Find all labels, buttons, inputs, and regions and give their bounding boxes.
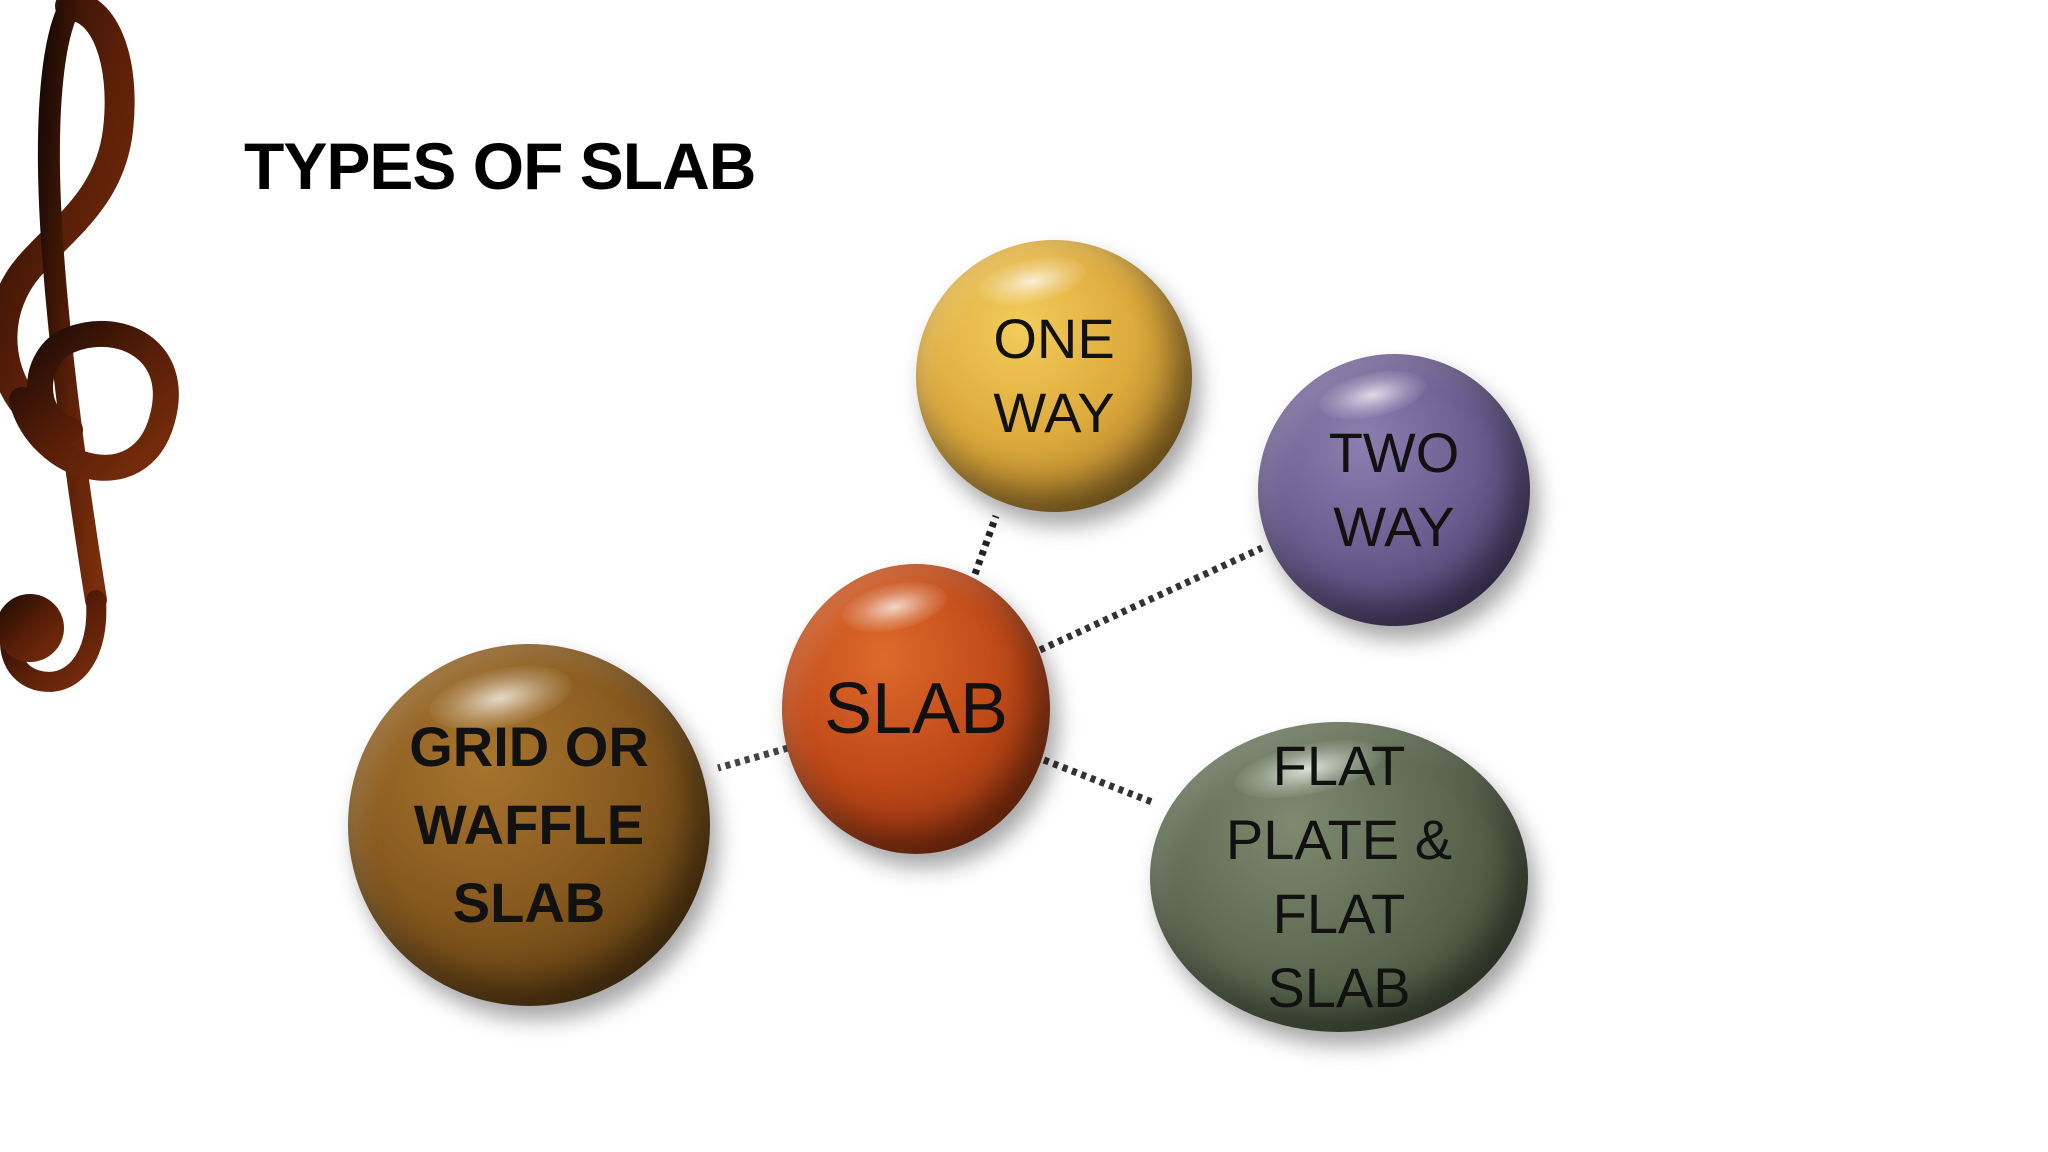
two-way-bubble: TWO WAY [1258,354,1530,626]
flat-plate-label: FLAT PLATE & FLAT SLAB [1225,734,1453,1019]
slide-title: TYPES OF SLAB [244,129,756,203]
connector-flat [1042,756,1154,806]
slab-center-bubble: SLAB [782,564,1050,854]
one-way-bubble: ONE WAY [916,240,1192,512]
grid-waffle-label: GRID OR WAFFLE SLAB [409,715,649,934]
grid-waffle-bubble: GRID OR WAFFLE SLAB [348,644,710,1006]
treble-clef-icon [0,0,179,692]
connector-grid [717,744,789,772]
one-way-label: ONE WAY [993,307,1115,444]
flat-plate-bubble: FLAT PLATE & FLAT SLAB [1150,722,1528,1032]
two-way-label: TWO WAY [1328,421,1460,558]
connector-one-way [971,514,1000,576]
connector-two-way [1038,544,1264,654]
slab-center-label: SLAB [823,669,1009,749]
